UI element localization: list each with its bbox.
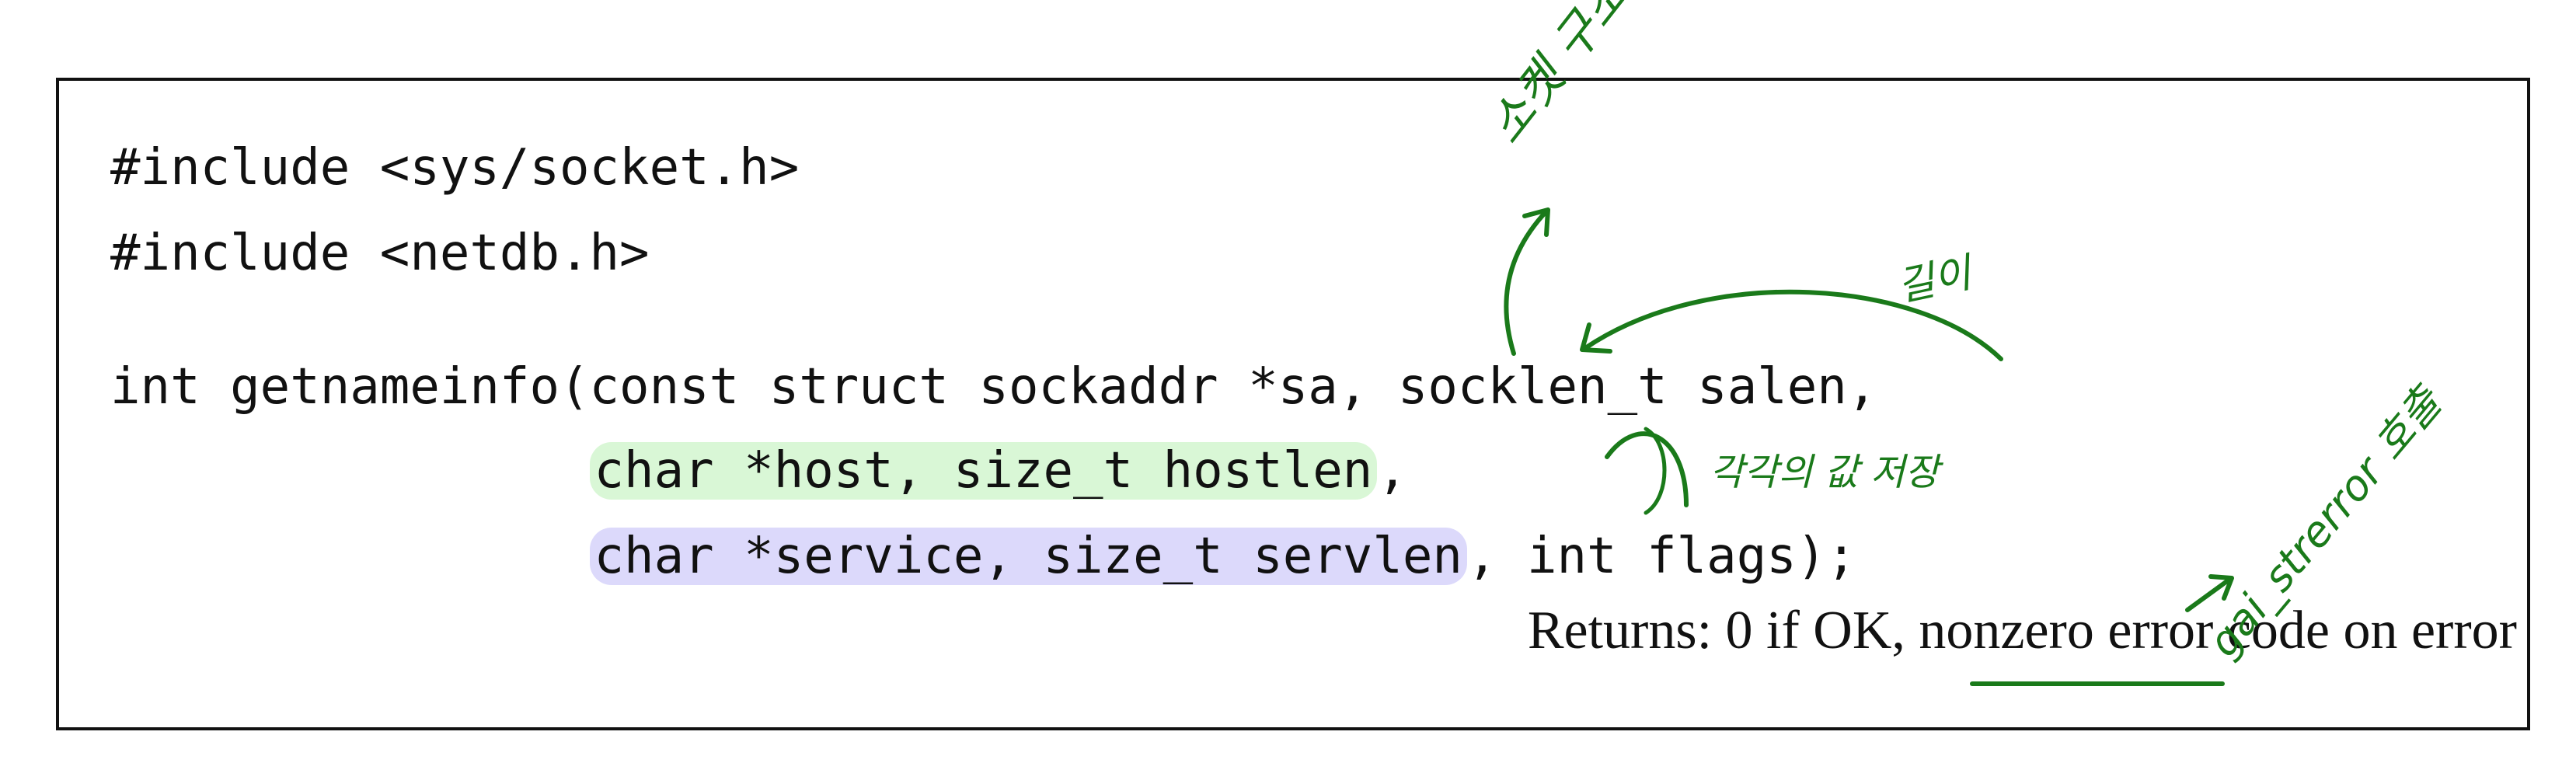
code-text: , (1377, 442, 1407, 500)
code-text: , int flags); (1466, 528, 1856, 585)
code-line-include-netdb: #include <netdb.h> (110, 222, 650, 284)
code-text: #include <sys/socket.h> (110, 139, 800, 197)
returns-description: Returns: 0 if OK, nonzero error code on … (1528, 600, 2517, 662)
code-line-signature: int getnameinfo(const struct sockaddr *s… (110, 356, 1877, 418)
function-signature-box (56, 78, 2530, 730)
code-indent (110, 442, 590, 500)
code-text: int getnameinfo(const struct sockaddr *s… (110, 358, 1877, 416)
code-line-include-socket: #include <sys/socket.h> (110, 137, 799, 199)
code-line-service-params: char *service, size_t servlen, int flags… (110, 525, 1856, 587)
code-line-host-params: char *host, size_t hostlen, (110, 440, 1407, 502)
service-params-highlight: char *service, size_t servlen (589, 528, 1467, 585)
stores-values-annotation: 각각의 값 저장 (1710, 451, 1940, 494)
returns-prefix: Returns: 0 if OK, nonzero (1527, 601, 2108, 660)
host-params-highlight: char *host, size_t hostlen (589, 442, 1378, 500)
code-text: #include <netdb.h> (110, 225, 650, 282)
code-indent (110, 528, 590, 585)
returns-suffix: on error (2329, 601, 2517, 660)
